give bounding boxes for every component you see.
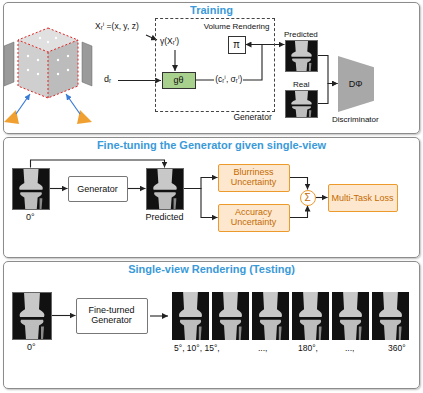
box-label: Generator [69,184,127,194]
connector [50,188,68,189]
connector [290,178,308,190]
xray-image: Real [285,90,318,118]
image-label: 0° [27,342,36,352]
panel-title: Fine-tuning the Generator given single-v… [4,139,419,152]
connector [290,206,308,218]
box-label: Blurriness Uncertainty [219,167,289,188]
panel-title: Single-view Rendering (Testing) [4,263,419,276]
xray-image: 0° [12,292,52,340]
connector [31,160,165,168]
box-label: π [229,39,245,51]
connector [316,197,328,198]
xray-image: 0° [12,168,50,210]
edge-label: (cᵣⁱ, σᵣⁱ) [214,75,243,85]
annotation: dᵣ [104,74,111,84]
annotation: ..., [345,344,354,354]
connector [318,84,338,104]
annotation: Xᵣⁱ =(x, y, z) [95,22,139,32]
process-box: Generator [68,176,128,202]
annotation: 360° [388,344,406,354]
xray-images [12,40,409,340]
box-label: DΦ [338,79,374,89]
annotation: γ(Xᵣⁱ) [160,37,179,47]
panel: Single-view Rendering (Testing) 0° Fine-tu… [3,261,420,389]
render-box: π [228,36,246,54]
discriminator: DΦDiscriminator [338,56,374,112]
xray-image: Predicted [285,40,318,72]
annotation: 5°, 10°, 15°, [174,344,220,354]
image-label: 0° [26,212,35,222]
connector [184,189,218,218]
connector [128,188,146,189]
image-label: Predicted [284,30,318,39]
volume-cube [4,28,92,124]
connector [246,44,285,45]
box-label: Σ [301,192,315,204]
loss-box: Accuracy Uncertainty [218,204,290,232]
image-label: Real [293,80,309,89]
sum-circle: Σ [300,190,316,206]
annotation: 180°, [298,344,318,354]
box-label: gθ [163,75,195,85]
generator-group: Volume RenderingGeneratorπgθ [155,18,275,112]
connector [52,315,76,316]
panel-title: Training [4,4,419,17]
annotation: ..., [258,344,267,354]
box-label: Accuracy Uncertainty [219,207,289,228]
box-label: Fine-turned Generator [77,305,147,326]
group-label: Discriminator [332,115,379,124]
group-label: Generator [234,113,272,123]
loss-box: Multi-Task Loss [328,184,398,212]
panel: TrainingVolume RenderingGenerator π gθ Pred… [3,2,420,134]
connector [318,56,338,84]
group-label: Volume Rendering [156,22,274,31]
box-label: Multi-Task Loss [329,193,397,203]
trapezoid [338,56,374,112]
xray-image: Predicted [146,168,184,210]
mlp-box: gθ [162,72,196,89]
connector [184,178,218,189]
image-label: Predicted [146,212,184,222]
panel: Fine-tuning the Generator given single-v… [3,137,420,258]
process-box: Fine-turned Generator [76,298,148,334]
loss-box: Blurriness Uncertainty [218,164,290,192]
